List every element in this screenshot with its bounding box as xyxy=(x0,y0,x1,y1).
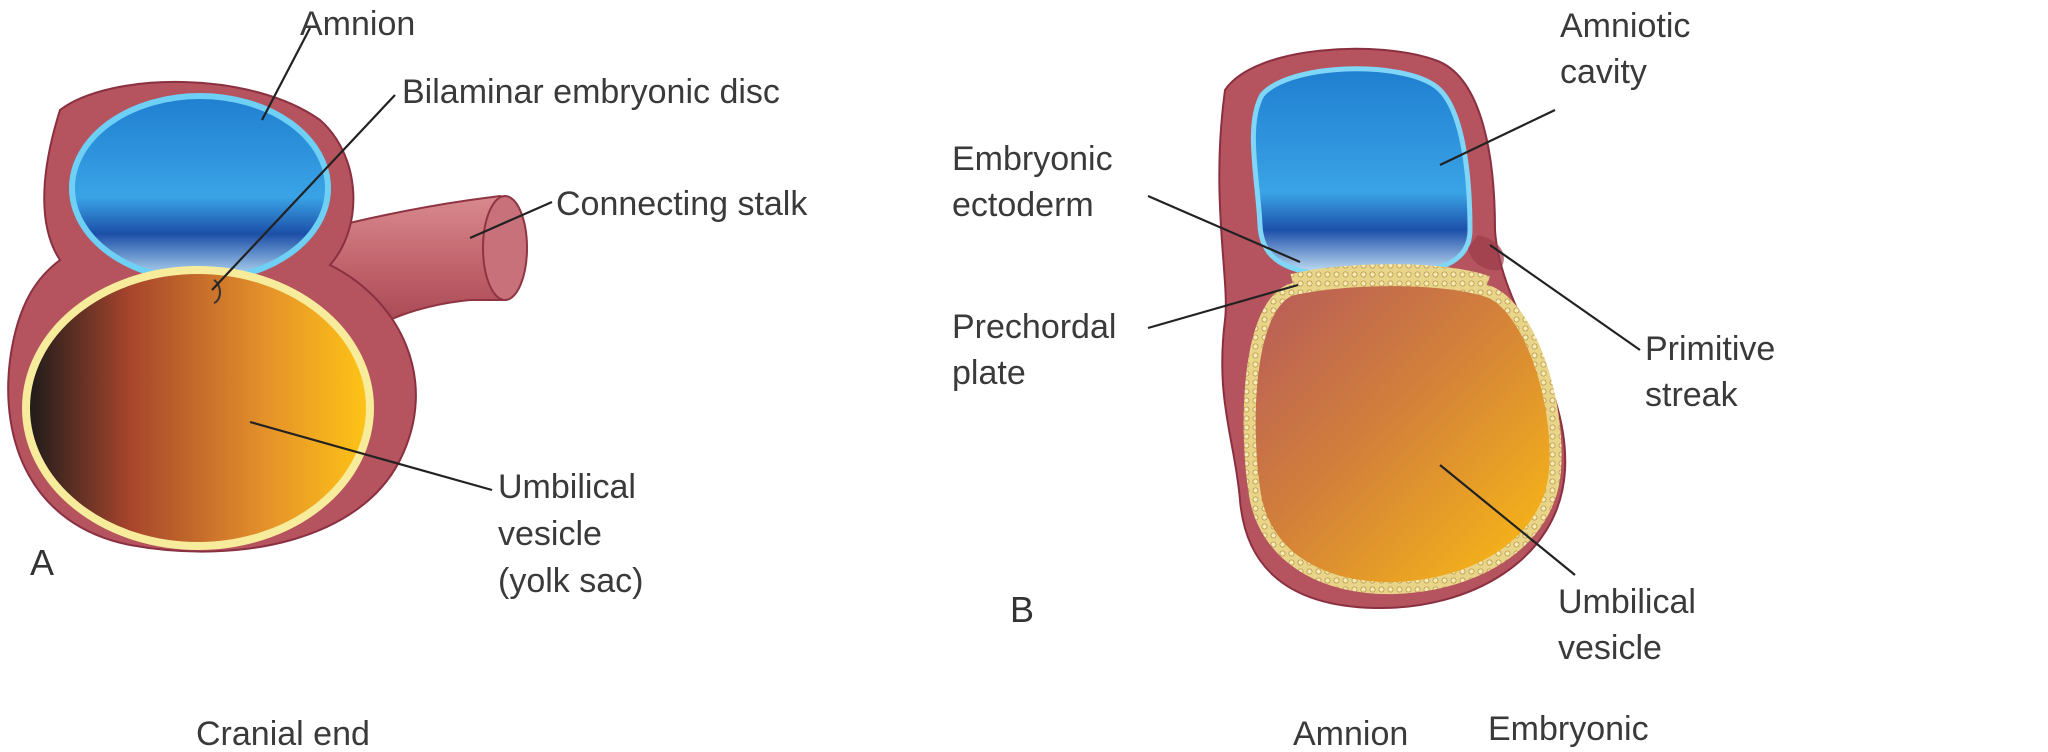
label-amniotic-1: Amniotic xyxy=(1560,7,1690,45)
leader-prechordal-plate xyxy=(1147,283,1299,330)
label-ectoderm-2: ectoderm xyxy=(952,186,1094,224)
label-bilaminar-disc: Bilaminar embryonic disc xyxy=(402,73,780,111)
caption-cranial-end: Cranial end xyxy=(196,715,370,752)
leader-connecting-stalk xyxy=(469,200,553,240)
label-umbilical-a-1: Umbilical xyxy=(498,468,636,506)
label-umbilical-a-3: (yolk sac) xyxy=(498,562,643,600)
leader-bilaminar-disc xyxy=(211,94,396,291)
leader-amnion xyxy=(261,27,311,121)
leader-umbilical-vesicle-b xyxy=(1439,464,1576,576)
label-prechordal-1: Prechordal xyxy=(952,308,1116,346)
caption-amnion: Amnion xyxy=(1293,715,1408,752)
caption-embryonic: Embryonic xyxy=(1488,710,1649,748)
amniotic-cavity-b xyxy=(1250,66,1473,278)
label-connecting-stalk: Connecting stalk xyxy=(556,185,808,223)
yolk-sac-b xyxy=(1243,274,1562,595)
label-streak-1: Primitive xyxy=(1645,330,1775,368)
label-prechordal-2: plate xyxy=(952,354,1026,392)
label-umbilical-a-2: vesicle xyxy=(498,515,602,553)
leader-amniotic-cavity xyxy=(1439,109,1556,166)
amniotic-cavity-a xyxy=(69,93,331,283)
panel-letter-b: B xyxy=(1010,589,1034,630)
label-umbilical-b-2: vesicle xyxy=(1558,629,1662,667)
leader-primitive-streak xyxy=(1489,244,1641,351)
label-amnion: Amnion xyxy=(300,5,415,43)
label-streak-2: streak xyxy=(1645,376,1739,414)
panel-b-illustration xyxy=(1218,47,1567,610)
leader-embryonic-ectoderm xyxy=(1147,194,1301,264)
leader-umbilical-vesicle-a xyxy=(249,420,493,492)
label-umbilical-b-1: Umbilical xyxy=(1558,583,1696,621)
yolk-sac-a xyxy=(22,266,374,550)
panel-a-illustration xyxy=(7,80,528,553)
panel-letter-a: A xyxy=(30,542,54,583)
label-ectoderm-1: Embryonic xyxy=(952,140,1113,178)
label-amniotic-2: cavity xyxy=(1560,53,1647,91)
